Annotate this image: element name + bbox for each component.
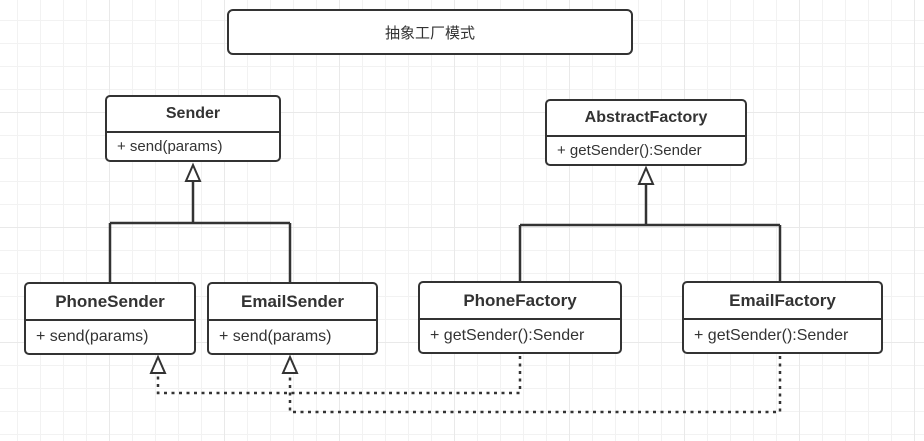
class-box-emailsender[interactable]: EmailSender + send(params) (207, 282, 378, 355)
dependency-connector-emailfactory-emailsender[interactable] (288, 356, 782, 414)
class-name: EmailFactory (684, 283, 881, 320)
class-member: + send(params) (219, 328, 332, 345)
class-member: + getSender():Sender (430, 327, 585, 344)
hollow-triangle-arrowhead-sender (184, 162, 202, 182)
class-box-phonefactory[interactable]: PhoneFactory + getSender():Sender (418, 281, 622, 354)
inheritance-connector-senders[interactable] (108, 181, 292, 282)
class-name: EmailSender (209, 284, 376, 321)
diagram-title-label: 抽象工厂模式 (384, 24, 475, 42)
class-box-abstractfactory[interactable]: AbstractFactory + getSender():Sender (545, 99, 747, 166)
inheritance-connector-factories[interactable] (518, 184, 782, 281)
class-member: + send(params) (117, 138, 223, 155)
class-member: + getSender():Sender (694, 327, 849, 344)
hollow-triangle-arrowhead-abstractfactory (637, 165, 655, 185)
class-box-phonesender[interactable]: PhoneSender + send(params) (24, 282, 196, 355)
class-member: + getSender():Sender (557, 142, 702, 159)
diagram-title-box[interactable]: 抽象工厂模式 (227, 9, 633, 55)
class-box-sender[interactable]: Sender + send(params) (105, 95, 281, 162)
hollow-triangle-arrowhead-emailsender (281, 354, 299, 374)
class-member: + send(params) (36, 328, 149, 345)
class-name: AbstractFactory (547, 101, 745, 137)
class-name: PhoneFactory (420, 283, 620, 320)
hollow-triangle-arrowhead-phonesender (149, 354, 167, 374)
class-name: PhoneSender (26, 284, 194, 321)
class-name: Sender (107, 97, 279, 133)
dependency-connector-phonefactory-phonesender[interactable] (156, 356, 522, 395)
class-box-emailfactory[interactable]: EmailFactory + getSender():Sender (682, 281, 883, 354)
